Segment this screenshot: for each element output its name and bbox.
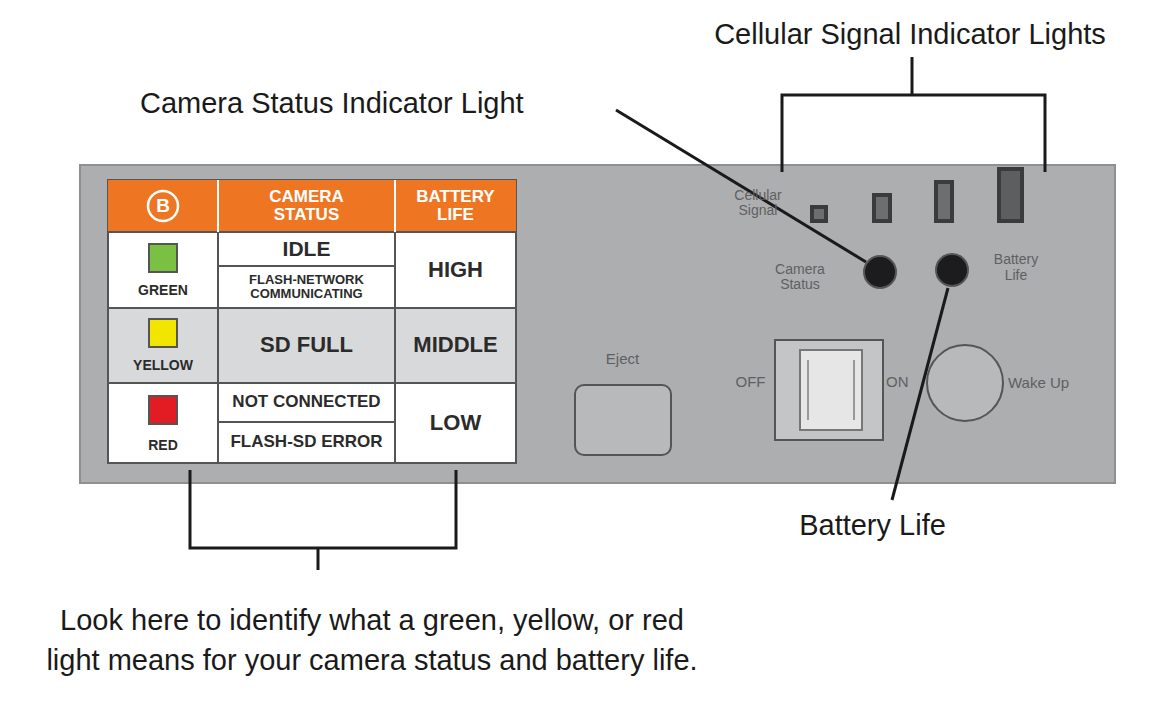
- color-swatch: [148, 395, 178, 425]
- label-text-area: LOW: [395, 383, 516, 463]
- label-text: LOW: [430, 410, 481, 436]
- label-text: IDLE: [283, 236, 331, 261]
- legend-text: RED: [148, 437, 178, 454]
- button-text: Eject: [606, 350, 639, 368]
- legend-table: [108, 180, 516, 463]
- label-text-area: Camera Status: [760, 255, 840, 299]
- label-text-area: ON: [886, 370, 920, 394]
- table-grid: [108, 232, 516, 463]
- color-swatch: [148, 243, 178, 273]
- power-switch: [775, 340, 883, 440]
- leader-lines: [190, 57, 1045, 570]
- label-text-area: CAMERA STATUS: [218, 180, 395, 232]
- color-swatch: [148, 318, 178, 348]
- label-text: HIGH: [428, 257, 483, 283]
- legend-text-area: RED: [108, 433, 218, 457]
- legend-text-area: YELLOW: [108, 353, 218, 377]
- header-grid: [218, 180, 395, 232]
- logo-letter-area: B: [148, 191, 178, 221]
- label-text-area: Battery Life: [972, 245, 1060, 290]
- button-text-area: Wake Up: [1008, 370, 1108, 396]
- label-text: Cellular Signal Indicator Lights: [714, 17, 1106, 52]
- label-text-area: Look here to identify what a green, yell…: [22, 574, 722, 706]
- button-text: Wake Up: [1008, 374, 1069, 392]
- button-outline: [920, 340, 1010, 430]
- label-text-area: HIGH: [395, 232, 516, 308]
- logo-ring: [148, 191, 178, 221]
- label-text: ON: [886, 373, 909, 391]
- label-text-area: Camera Status Indicator Light: [140, 82, 610, 124]
- label-text: OFF: [736, 373, 766, 391]
- battery-led: [936, 254, 968, 286]
- table-header: [108, 180, 516, 232]
- label-text-area: NOT CONNECTED: [218, 383, 395, 422]
- label-text-area: FLASH-NETWORK COMMUNICATING: [218, 266, 395, 308]
- label-text: MIDDLE: [413, 332, 497, 358]
- legend-text-area: GREEN: [108, 278, 218, 302]
- table-row: [109, 308, 515, 383]
- button-outline: [574, 384, 672, 456]
- label-text-area: FLASH-SD ERROR: [218, 422, 395, 463]
- label-text-area: Cellular Signal Indicator Lights: [660, 12, 1160, 56]
- label-text-area: SD FULL: [218, 308, 395, 383]
- label-text-area: Battery Life: [760, 503, 985, 547]
- label-text: NOT CONNECTED: [232, 392, 380, 412]
- label-text: Look here to identify what a green, yell…: [32, 600, 712, 680]
- label-text: BATTERY LIFE: [401, 188, 511, 224]
- label-text: Camera Status: [769, 262, 831, 293]
- label-text-area: IDLE: [218, 232, 395, 266]
- signal-bars: [810, 167, 1024, 223]
- legend-text: YELLOW: [133, 357, 193, 374]
- eject-button: Eject: [560, 340, 685, 465]
- label-text: Cellular Signal: [725, 188, 791, 219]
- label-text-area: Cellular Signal: [722, 180, 794, 226]
- label-text: FLASH-SD ERROR: [230, 432, 382, 452]
- wake-button: Wake Up: [920, 340, 1110, 430]
- camera-panel: [80, 165, 1115, 483]
- label-text: CAMERA STATUS: [252, 188, 362, 224]
- label-text-area: OFF: [728, 370, 773, 394]
- logo-letter: B: [156, 195, 170, 218]
- label-text: SD FULL: [260, 332, 353, 358]
- status-led: [864, 256, 896, 288]
- label-text: Battery Life: [799, 508, 946, 543]
- label-text: Camera Status Indicator Light: [140, 86, 524, 121]
- label-text: FLASH-NETWORK COMMUNICATING: [222, 273, 392, 300]
- label-text-area: BATTERY LIFE: [395, 180, 516, 232]
- legend-text: GREEN: [138, 282, 188, 299]
- label-text-area: MIDDLE: [395, 308, 516, 383]
- button-text-area: Eject: [560, 344, 685, 374]
- label-text: Battery Life: [985, 252, 1047, 283]
